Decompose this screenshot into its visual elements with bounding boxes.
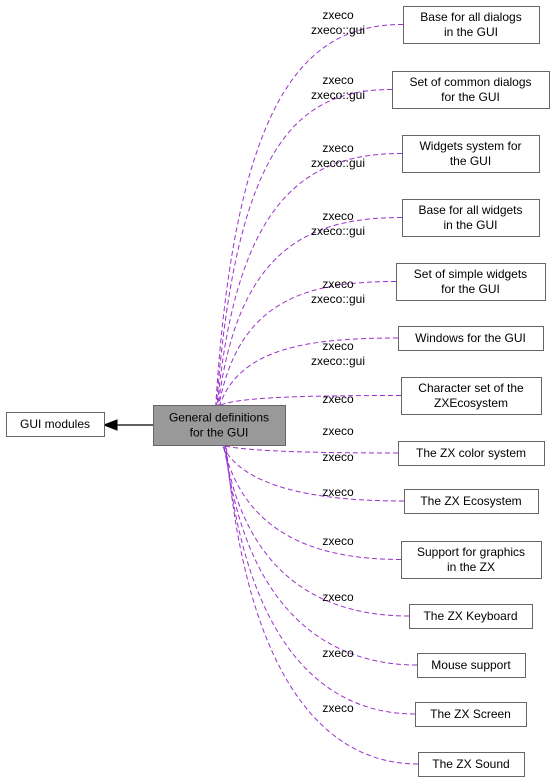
dependency-edge (224, 444, 416, 715)
node-label: GUI modules (20, 417, 90, 431)
node-box (409, 604, 533, 629)
dependency-edge (223, 444, 410, 617)
dependency-edge (217, 217, 403, 406)
node-box (396, 263, 546, 301)
node-label: The ZX Ecosystem (420, 494, 521, 508)
node-the-zx-screen[interactable]: The ZX Screen (415, 702, 527, 727)
node-the-zx-keyboard[interactable]: The ZX Keyboard (409, 604, 533, 629)
edge-label: zxeco (322, 424, 354, 438)
node-label: Windows for the GUI (415, 331, 526, 345)
node-box (401, 541, 542, 579)
edge-label: zxeco (322, 392, 354, 406)
parent-arrowhead (102, 419, 118, 431)
node-box (417, 653, 526, 678)
node-box (392, 71, 550, 109)
node-box (153, 405, 286, 446)
node-box (6, 412, 105, 437)
dependency-edge (218, 281, 397, 406)
node-box (418, 752, 525, 777)
node-box (402, 135, 540, 173)
node-label: The ZX Keyboard (423, 609, 517, 623)
node-box (404, 489, 539, 514)
edge-label: zxeco (322, 450, 354, 464)
dependency-edge (215, 24, 404, 406)
node-box (402, 199, 540, 237)
node-box (398, 441, 545, 466)
edge-label: zxeco (322, 646, 354, 660)
node-mouse-support[interactable]: Mouse support (417, 653, 526, 678)
dependency-edge (216, 89, 393, 406)
node-label: Mouse support (431, 658, 511, 672)
node-gui-modules[interactable]: GUI modules (6, 412, 105, 437)
node-the-zx-color-system[interactable]: The ZX color system (398, 441, 545, 466)
node-the-zx-sound[interactable]: The ZX Sound (418, 752, 525, 777)
dependency-edge (219, 337, 399, 406)
dependency-edge (216, 153, 403, 406)
node-label: The ZX Sound (432, 757, 509, 771)
dependency-edge (225, 444, 419, 765)
node-label: The ZX Screen (430, 707, 511, 721)
node-the-zx-ecosystem[interactable]: The ZX Ecosystem (404, 489, 539, 514)
dependency-edge (221, 444, 399, 454)
node-windows-for-the-gui[interactable]: Windows for the GUI (398, 326, 544, 351)
dependency-edge (222, 444, 402, 560)
edge-label: zxeco (322, 701, 354, 715)
edge-label: zxeco (322, 590, 354, 604)
node-box (398, 326, 544, 351)
node-box (403, 6, 540, 44)
dependency-edge (224, 444, 418, 666)
node-box (401, 377, 542, 415)
node-box (415, 702, 527, 727)
edge-label: zxeco (322, 485, 354, 499)
edge-label: zxeco (322, 534, 354, 548)
dependency-edge (220, 395, 402, 406)
node-label: The ZX color system (416, 446, 526, 460)
dependency-edge (221, 444, 405, 502)
